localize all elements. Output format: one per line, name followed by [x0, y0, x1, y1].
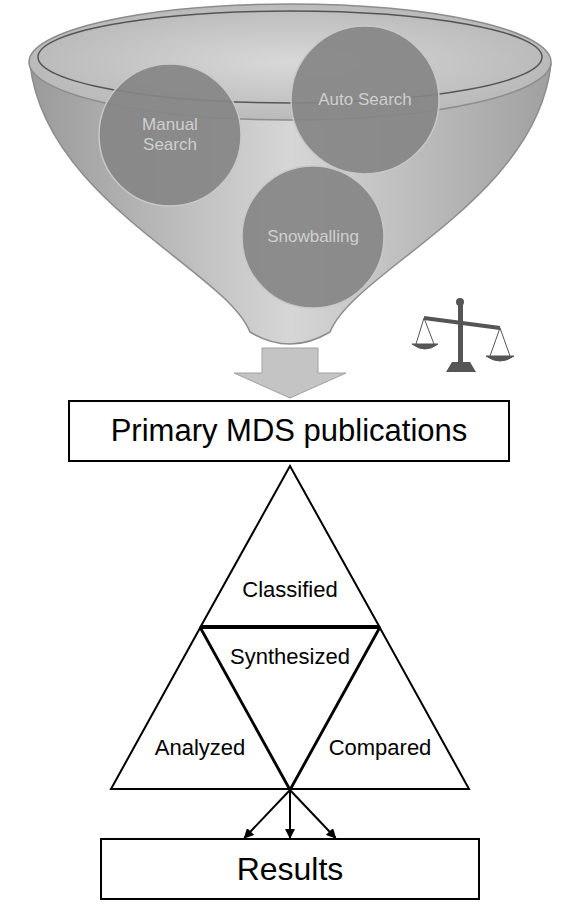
triangle-segment: Classified [200, 465, 380, 627]
flow-arrow [244, 790, 290, 838]
balance-scale-icon [412, 298, 514, 372]
triangle-segment-outline [110, 627, 290, 790]
circle-label: Snowballing [248, 227, 378, 247]
search-circle-shape [291, 26, 439, 174]
node-label: Classified [200, 577, 380, 602]
search-circle-shape [242, 166, 384, 308]
triangle-segment: Analyzed [110, 627, 290, 790]
node-label: Analyzed [110, 735, 290, 760]
circle-label: Auto Search [300, 90, 430, 110]
triangle-segment-shape [291, 628, 469, 789]
result-box: Results [100, 838, 480, 900]
flow-arrow [290, 790, 336, 838]
node-label: Results [102, 851, 478, 888]
node-label: Primary MDS publications [70, 413, 508, 449]
circle-label: Manual Search [125, 115, 215, 154]
triangle-segment-outline [200, 465, 380, 627]
node-label: Compared [290, 735, 470, 760]
flow-arrow [289, 790, 291, 838]
triangle-segment: Compared [290, 627, 470, 790]
search-circle: Manual Search [98, 63, 242, 207]
node-label: Synthesized [200, 644, 380, 669]
process-box: Primary MDS publications [68, 400, 510, 462]
search-circle-shape [99, 64, 241, 206]
triangle-segment-outline [290, 627, 470, 790]
flow-arrow [234, 348, 346, 398]
funnel-inner-rim [38, 11, 542, 103]
triangle-segment-shape [201, 466, 379, 626]
search-circle: Auto Search [290, 25, 440, 175]
triangle-segment-shape [111, 628, 289, 789]
search-circle: Snowballing [241, 165, 385, 309]
